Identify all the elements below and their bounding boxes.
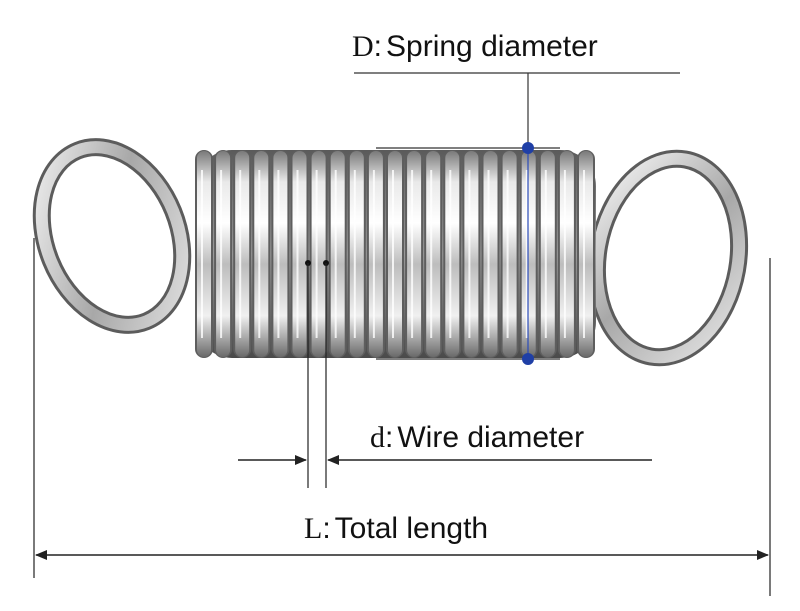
- coil-turn: [292, 151, 307, 357]
- coil-turn: [426, 151, 441, 357]
- wire-diameter-indicator: [238, 260, 652, 488]
- wire-diameter-label: d: Wire diameter: [370, 423, 584, 453]
- total-length-separator: :: [322, 512, 331, 545]
- coil-turn: [235, 151, 250, 357]
- coil-turn: [349, 151, 364, 357]
- coil-turn: [559, 151, 574, 357]
- diameter-bottom-marker: [522, 353, 534, 365]
- diameter-top-marker: [522, 142, 534, 154]
- spring-body: [195, 150, 596, 358]
- spring-diameter-symbol: D: [352, 30, 374, 63]
- total-length-indicator: [33, 238, 771, 596]
- coil-turn: [579, 151, 593, 357]
- left-hook-ring: [32, 138, 192, 334]
- coil-turn: [540, 151, 555, 357]
- spring-coils: [195, 150, 595, 358]
- right-hook-ring: [587, 149, 749, 367]
- wire-diameter-separator: :: [385, 421, 394, 454]
- coil-turn: [330, 151, 345, 357]
- coil-turn: [502, 151, 517, 357]
- coil-turn: [254, 151, 269, 357]
- spring-diameter-text: Spring diameter: [386, 30, 598, 63]
- coil-turn: [388, 151, 402, 357]
- coil-turn: [521, 151, 536, 357]
- wire-diameter-text: Wire diameter: [397, 421, 585, 454]
- coil-turn: [368, 151, 383, 357]
- total-length-text: Total length: [334, 512, 489, 545]
- coil-turn: [464, 151, 479, 357]
- total-length-label: L: Total length: [304, 514, 488, 544]
- coil-turn: [311, 151, 326, 357]
- coil-turn: [445, 151, 460, 357]
- coil-turn: [197, 151, 211, 357]
- spring-diameter-separator: :: [373, 30, 383, 63]
- coil-turn: [273, 151, 288, 357]
- coil-turn: [216, 151, 231, 357]
- coil-turn: [483, 151, 498, 357]
- wire-diameter-symbol: d: [370, 421, 385, 454]
- spring-diameter-label: D: Spring diameter: [352, 32, 598, 62]
- coil-turn: [407, 151, 422, 357]
- spring-diameter-indicator: [354, 72, 680, 365]
- total-length-symbol: L: [304, 512, 323, 545]
